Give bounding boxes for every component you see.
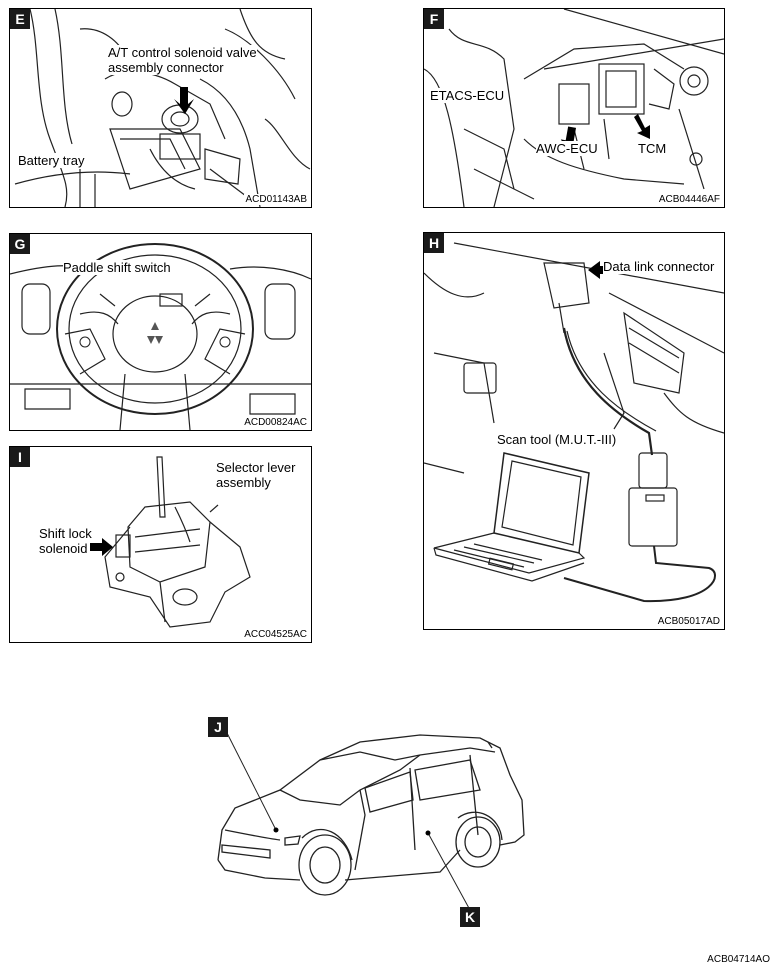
panel-f: F ETACS-ECU AWC-ECU TCM ACB04446AF [423,8,725,208]
scan-tool-illustration [424,242,724,603]
figure-code-f: ACB04446AF [657,194,721,205]
scan-tool-label: Scan tool (M.U.T.-III) [497,432,617,447]
logo-icon [147,322,163,344]
battery-tray-label: Battery tray [18,153,85,168]
shift-lock-label: Shift lock solenoid [39,526,92,556]
figure-code-vehicle: ACB04714AO [707,954,770,965]
panel-badge-e: E [10,9,30,29]
tcm-label: TCM [638,141,667,156]
figure-code-e: ACD01143AB [244,194,308,205]
panel-badge-g: G [10,234,30,254]
panel-g: G Paddle shift switch ACD00824AC [9,233,312,431]
marker-k: K [460,907,480,927]
panel-badge-h: H [424,233,444,253]
selector-lever-illustration [90,456,251,628]
panel-badge-f: F [424,9,444,29]
solenoid-arrow-icon [174,87,194,114]
figure-code-h: ACB05017AD [656,616,721,627]
panel-h: H Data link connector Scan tool (M.U.T.-… [423,232,725,630]
paddle-shift-label: Paddle shift switch [63,260,171,275]
selector-lever-label: Selector lever assembly [216,460,296,490]
data-link-connector-label: Data link connector [603,259,715,274]
data-link-arrow-icon [588,261,614,279]
panel-e: E A/T control solenoid valve assembly co… [9,8,312,208]
steering-wheel-illustration [10,243,311,430]
awc-ecu-label: AWC-ECU [536,141,598,156]
shift-lock-arrow-icon [90,538,113,556]
solenoid-connector-label: A/T control solenoid valve assembly conn… [108,45,257,75]
etacs-ecu-label: ETACS-ECU [430,88,505,103]
figure-code-g: ACD00824AC [243,417,308,428]
marker-j: J [208,717,228,737]
panel-i: I Selector lever assembly Shift lock sol… [9,446,312,643]
engine-bay-illustration [14,9,311,207]
tcm-arrow-icon [634,114,650,139]
figure-code-i: ACC04525AC [243,629,308,640]
panel-badge-i: I [10,447,30,467]
